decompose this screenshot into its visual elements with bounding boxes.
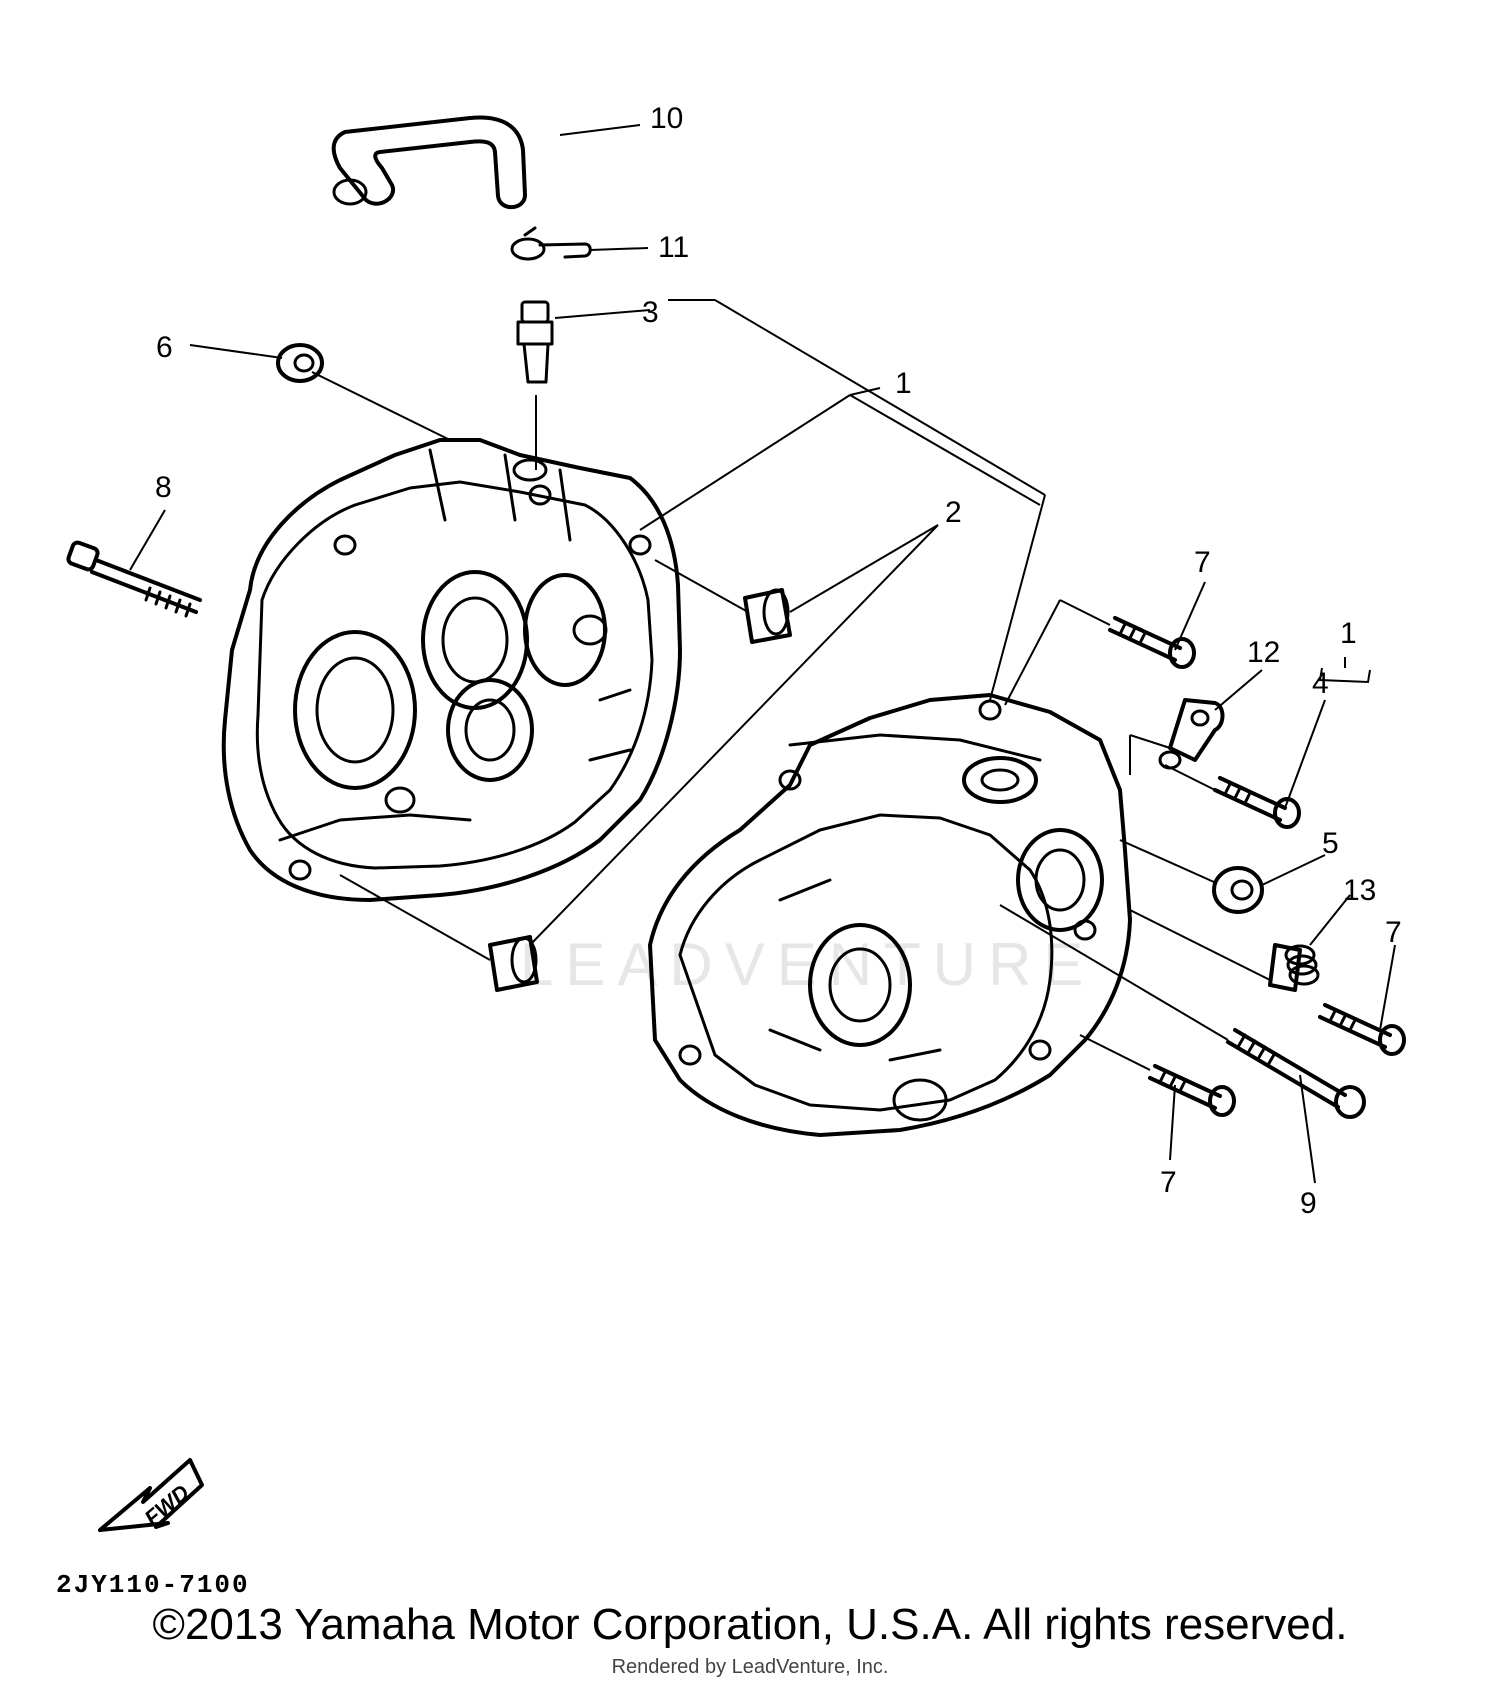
callout-3: 3 <box>642 296 659 329</box>
bolt-7-bottom <box>1148 1064 1236 1117</box>
breather-fitting <box>516 300 554 470</box>
oil-seal-left <box>276 343 324 383</box>
bolt-7-right <box>1318 1003 1406 1056</box>
callout-7-right: 7 <box>1385 916 1402 949</box>
rendered-by-credit: Rendered by LeadVenture, Inc. <box>611 1656 889 1678</box>
leader-lines <box>129 124 1396 1184</box>
watermark-text: LEADVENTURE <box>520 931 1095 998</box>
callout-11: 11 <box>658 231 689 264</box>
crankcase-left-half <box>221 438 682 902</box>
bolt-4 <box>1213 776 1301 829</box>
callout-7-bottom: 7 <box>1160 1166 1177 1199</box>
long-bolt-9 <box>1226 1028 1366 1119</box>
callout-5: 5 <box>1322 827 1339 860</box>
callout-9: 9 <box>1300 1187 1317 1220</box>
bolt-7-top <box>1108 616 1196 669</box>
fwd-arrow-icon: FWD <box>98 1458 204 1532</box>
oil-seal-5 <box>1212 866 1264 914</box>
hose-clip <box>510 226 592 261</box>
callout-12: 12 <box>1247 636 1280 669</box>
callout-4: 4 <box>1312 667 1329 700</box>
callout-8: 8 <box>155 471 172 504</box>
long-bolt-8 <box>66 540 202 618</box>
dowel-pin-lower <box>488 935 539 992</box>
spring-bracket-13 <box>1268 943 1320 992</box>
callout-7-top: 7 <box>1194 546 1211 579</box>
callout-1-top: 1 <box>895 367 912 400</box>
callout-1-right: 1 <box>1340 617 1357 650</box>
crankcase-right-half <box>648 693 1132 1137</box>
callout-2: 2 <box>945 496 962 529</box>
dowel-pin-upper <box>743 588 792 644</box>
callout-6: 6 <box>156 331 173 364</box>
callout-10: 10 <box>650 102 683 135</box>
breather-hose <box>331 115 527 210</box>
part-code: 2JY110-7100 <box>56 1570 250 1600</box>
callout-13: 13 <box>1343 874 1376 907</box>
copyright-notice: ©2013 Yamaha Motor Corporation, U.S.A. A… <box>152 1600 1348 1649</box>
plate-12 <box>1158 698 1225 770</box>
